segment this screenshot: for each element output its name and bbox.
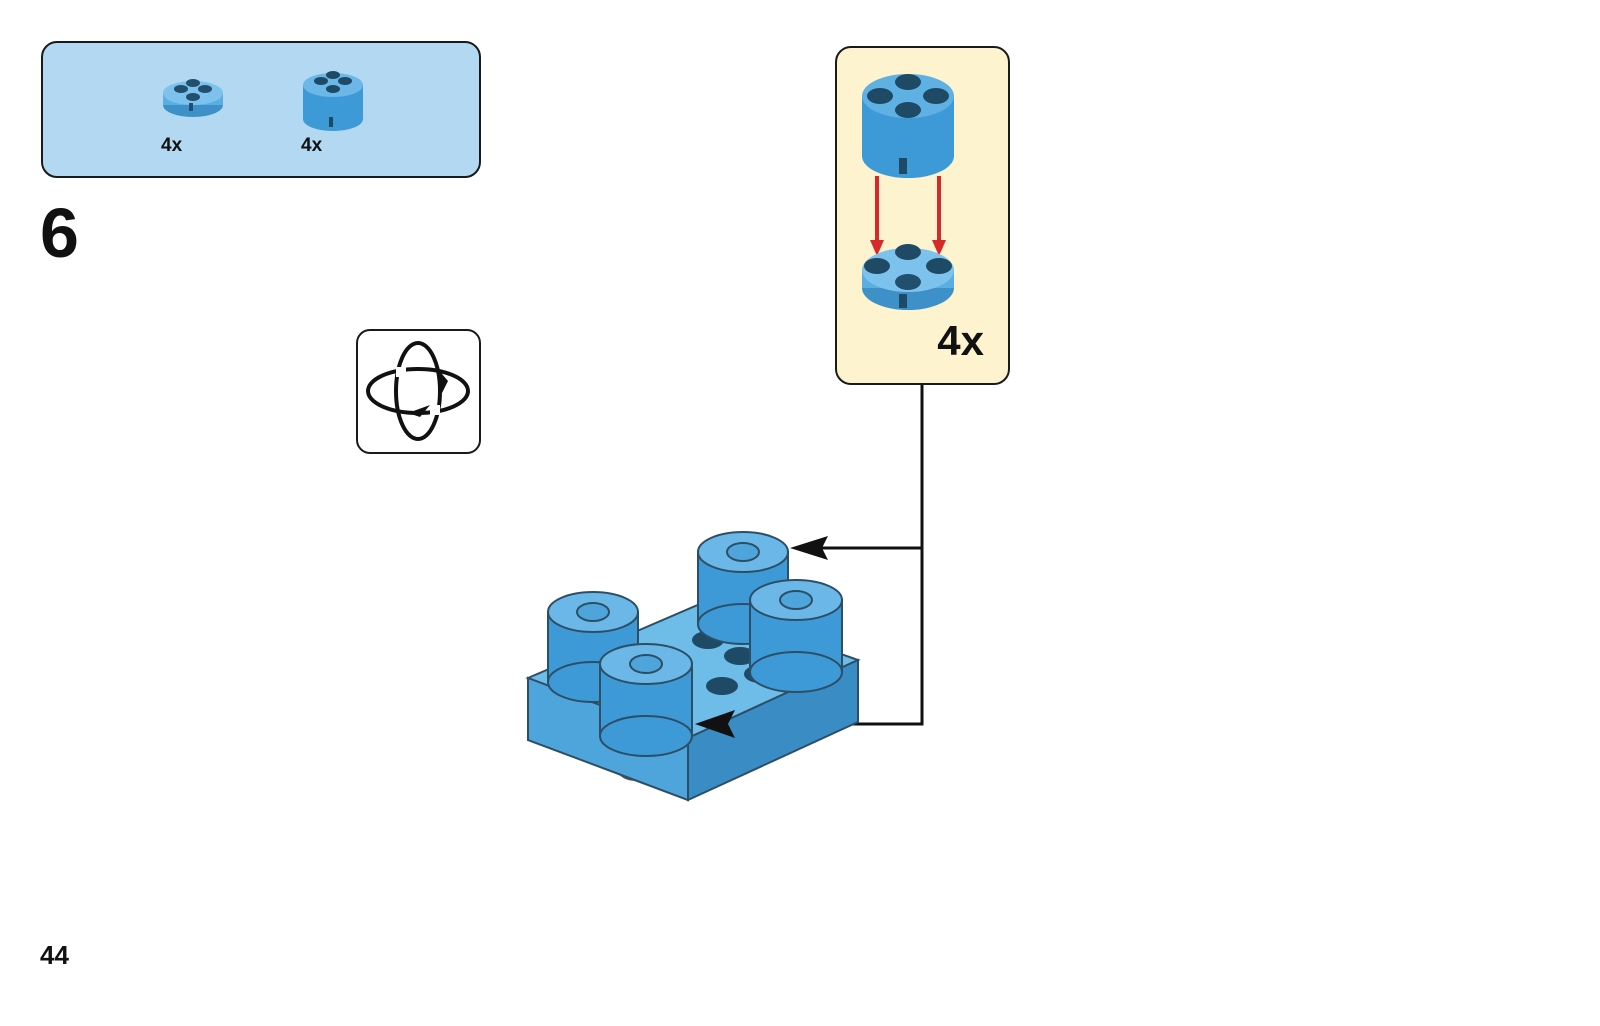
round-brick-front-left bbox=[600, 644, 692, 756]
page-number: 44 bbox=[40, 940, 69, 971]
round-brick-front-right bbox=[750, 580, 842, 692]
